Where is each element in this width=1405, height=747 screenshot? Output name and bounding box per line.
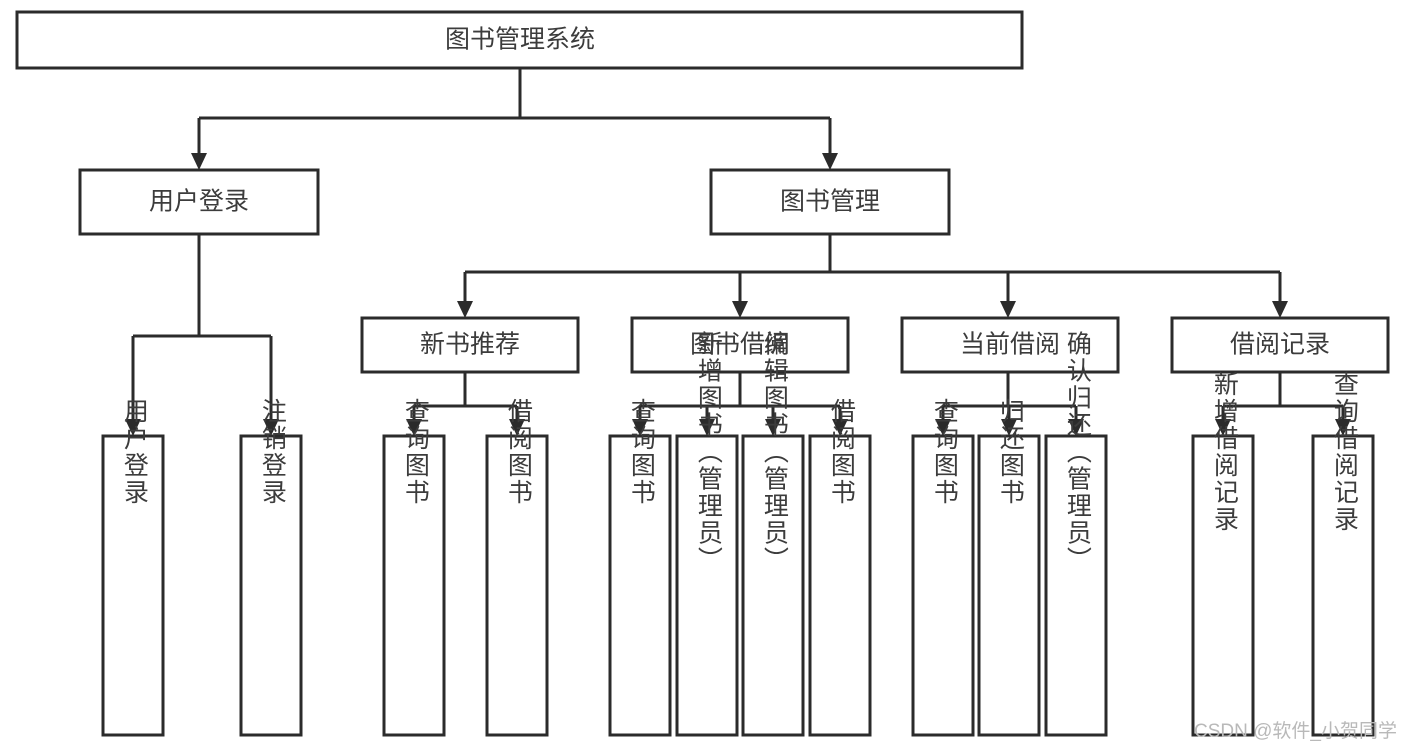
- node-leaf-confirm-return[interactable]: 确认归还（管理员）: [1044, 331, 1108, 737]
- arrow-book-manage: [822, 153, 838, 170]
- node-leaf-edit-book[interactable]: 编辑图书（管理员）: [741, 331, 805, 737]
- edge-layer: [125, 68, 1351, 436]
- node-borrow-record[interactable]: 借阅记录: [1170, 316, 1390, 374]
- node-leaf-query-book-2[interactable]: 查询图书: [608, 398, 672, 737]
- node-leaf-query-book-3-label: 查询图书: [930, 398, 959, 506]
- node-leaf-user-login[interactable]: 用户登录: [101, 398, 165, 737]
- node-leaf-borrow-book-1-label: 借阅图书: [504, 398, 533, 506]
- node-leaf-edit-book-label: 编辑图书（管理员）: [760, 331, 789, 574]
- node-root[interactable]: 图书管理系统: [15, 10, 1024, 70]
- node-leaf-add-book[interactable]: 新增图书（管理员）: [675, 331, 739, 737]
- arrow-new-book: [457, 301, 473, 318]
- node-leaf-query-book-3[interactable]: 查询图书: [911, 398, 975, 737]
- node-leaf-borrow-book-1[interactable]: 借阅图书: [485, 398, 549, 737]
- node-current-borrow-label: 当前借阅: [960, 331, 1060, 359]
- node-current-borrow[interactable]: 当前借阅: [900, 316, 1120, 374]
- node-leaf-query-book-1-label: 查询图书: [401, 398, 430, 506]
- arrow-current-borrow: [1000, 301, 1016, 318]
- node-book-borrow-label: 图书借阅: [690, 331, 790, 359]
- node-leaf-logout[interactable]: 注销登录: [239, 398, 303, 737]
- node-new-book-recommend[interactable]: 新书推荐: [360, 316, 580, 374]
- node-leaf-user-login-label: 用户登录: [120, 398, 149, 506]
- node-leaf-query-record-label: 查询借阅记录: [1330, 371, 1359, 533]
- node-leaf-query-book-1[interactable]: 查询图书: [382, 398, 446, 737]
- node-user-login-label: 用户登录: [149, 188, 249, 216]
- node-leaf-logout-label: 注销登录: [258, 398, 287, 506]
- node-leaf-add-book-label: 新增图书（管理员）: [694, 331, 723, 574]
- node-leaf-return-book[interactable]: 归还图书: [977, 398, 1041, 737]
- node-leaf-add-record[interactable]: 新增借阅记录: [1191, 371, 1255, 737]
- node-leaf-query-record[interactable]: 查询借阅记录: [1311, 371, 1375, 737]
- node-book-manage-label: 图书管理: [780, 188, 880, 216]
- node-book-manage[interactable]: 图书管理: [709, 168, 951, 236]
- arrow-book-borrow: [732, 301, 748, 318]
- arrow-user-login: [191, 153, 207, 170]
- node-leaf-add-record-label: 新增借阅记录: [1210, 371, 1239, 533]
- node-user-login[interactable]: 用户登录: [78, 168, 320, 236]
- node-leaf-borrow-book-2-label: 借阅图书: [827, 398, 856, 506]
- node-leaf-borrow-book-2[interactable]: 借阅图书: [808, 398, 872, 737]
- node-leaf-query-book-2-label: 查询图书: [627, 398, 656, 506]
- node-root-label: 图书管理系统: [445, 26, 595, 54]
- node-leaf-return-book-label: 归还图书: [996, 398, 1025, 506]
- node-leaf-confirm-return-label: 确认归还（管理员）: [1063, 331, 1092, 574]
- arrow-borrow-record: [1272, 301, 1288, 318]
- node-new-book-recommend-label: 新书推荐: [420, 331, 520, 359]
- node-book-borrow[interactable]: 图书借阅: [630, 316, 850, 374]
- node-borrow-record-label: 借阅记录: [1230, 331, 1330, 359]
